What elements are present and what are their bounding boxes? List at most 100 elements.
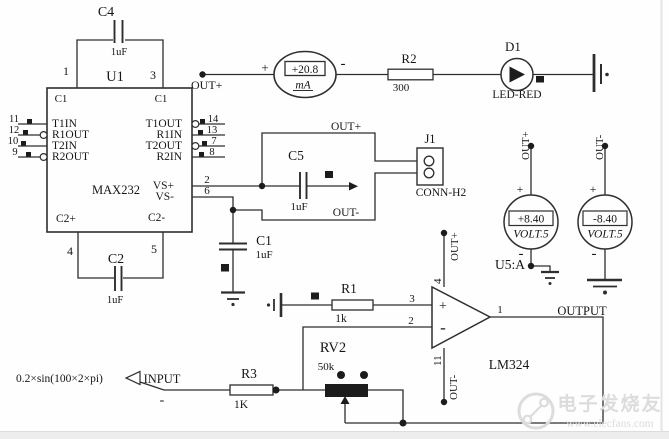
- c4-ref: C4: [98, 5, 114, 20]
- marker-r1: [311, 292, 319, 300]
- wire: [530, 146, 551, 272]
- c5-ref: C5: [288, 148, 304, 163]
- wire: [77, 232, 164, 279]
- opamp-pin4: 4: [432, 278, 444, 284]
- net-out-minus-j1: OUT-: [333, 207, 360, 219]
- watermark-logo-icon: [517, 392, 555, 430]
- u1-pin6-num: 6: [204, 185, 210, 197]
- d1-part: LED-RED: [492, 89, 541, 101]
- u1-right-pin-num: 13: [207, 125, 218, 136]
- wires: [18, 39, 606, 424]
- u5a-ref: U5:A: [495, 257, 525, 272]
- r1-value: 1k: [335, 313, 347, 325]
- watermark-site: www.elecfans.com: [566, 418, 653, 430]
- u1-left-pin-label: T1IN: [52, 118, 78, 130]
- r3-ref: R3: [241, 366, 257, 381]
- net-out-plus-j1: OUT+: [331, 121, 361, 133]
- c5-value: 1uF: [290, 201, 307, 213]
- resistor-r2-body: [387, 68, 434, 81]
- watermark: 电子发烧友 www.elecfans.com: [517, 392, 662, 430]
- opamp-net-top: OUT+: [449, 232, 461, 261]
- u1-pin4-num: 4: [67, 244, 73, 258]
- led-d1: [500, 57, 534, 92]
- u1-pin3-num: 3: [150, 68, 156, 82]
- u1-left-pin-num: 11: [9, 114, 19, 125]
- current-arrow: [349, 182, 358, 191]
- u1-c1-left: C1: [55, 93, 68, 105]
- vm-neg-plus: +: [590, 182, 597, 196]
- u1-c2plus: C2+: [56, 213, 76, 225]
- watermark-brand: 电子发烧友: [557, 392, 662, 415]
- c4-plates: [113, 20, 124, 43]
- junction-dots: [199, 71, 609, 427]
- d1-ref: D1: [505, 39, 521, 54]
- vm-pos-plus: +: [517, 182, 524, 196]
- marker-c5: [325, 171, 333, 178]
- u1-ref: U1: [106, 69, 124, 85]
- voltmeter-positive: [503, 194, 559, 250]
- u1-left-pin-num: 10: [8, 136, 19, 147]
- c2-value: 1uF: [107, 295, 124, 306]
- chip-u1-body: [46, 87, 193, 233]
- potentiometer-rv2: [325, 371, 368, 404]
- bubble-pin12: [39, 131, 48, 140]
- voltmeter-negative: [577, 194, 633, 250]
- opamp-pin11: 11: [432, 355, 444, 366]
- vm-pos-minus: -: [519, 246, 524, 262]
- input-label: INPUT: [144, 372, 181, 386]
- wire: [192, 196, 234, 210]
- marker-c1: [221, 264, 229, 272]
- rv2-ref: RV2: [320, 340, 346, 356]
- opamp-pin3: 3: [409, 293, 415, 305]
- u1-right-pin-num: 8: [209, 147, 214, 158]
- u1-vsplus: VS+: [153, 180, 174, 192]
- u1-pin5-num: 5: [151, 242, 157, 256]
- u1-right-pin-label: R2IN: [156, 151, 182, 163]
- wire: [139, 381, 325, 391]
- capacitor-plates: [113, 20, 308, 291]
- pin-bubbles: [39, 119, 200, 162]
- u1-vsminus: VS-: [155, 191, 174, 203]
- c1-plates: [219, 242, 247, 251]
- bubble-pin9: [39, 153, 48, 162]
- c2-ref: C2: [108, 252, 124, 267]
- ground-symbols: [221, 54, 622, 317]
- wire: [344, 389, 404, 423]
- r1-ref: R1: [341, 281, 357, 296]
- u1-left-pin-label: R1OUT: [52, 129, 89, 141]
- vm-pos-reading: +8.40: [518, 214, 545, 226]
- u1-right-pin-label: R1IN: [156, 129, 182, 141]
- j1-part: CONN-H2: [416, 187, 467, 199]
- opamp-pin2: 2: [408, 315, 414, 327]
- opamp-net-bottom: OUT-: [448, 374, 460, 400]
- ammeter-minus: -: [341, 56, 346, 72]
- input-minus: -: [160, 393, 165, 408]
- u1-left-pin-num: 9: [12, 147, 17, 158]
- c1-ref: C1: [256, 233, 272, 248]
- wire: [302, 326, 432, 390]
- wire: [261, 132, 425, 186]
- input-expression: 0.2×sin(100×2×pi): [16, 373, 103, 385]
- u1-pin1-num: 1: [63, 64, 69, 78]
- bubble-pin14: [191, 119, 200, 128]
- ground-dots: [231, 72, 609, 307]
- wiper-arrow: [340, 396, 350, 404]
- ammeter-reading: +20.8: [292, 64, 319, 76]
- vm-neg-net: OUT-: [594, 134, 606, 160]
- vm-pos-net: OUT+: [520, 131, 532, 160]
- wire: [233, 172, 425, 221]
- diode-triangle: [509, 66, 525, 83]
- u1-left-pin-label: T2IN: [52, 140, 78, 152]
- j1-ref: J1: [424, 132, 435, 146]
- wire: [192, 123, 225, 158]
- wire: [76, 39, 164, 88]
- bubble-pin7: [191, 142, 200, 151]
- ammeter-unit: mA: [295, 80, 311, 92]
- wire: [345, 316, 604, 424]
- u1-part: MAX232: [92, 183, 140, 197]
- opamp-part: LM324: [489, 357, 530, 372]
- u1-c2minus: C2-: [148, 212, 165, 224]
